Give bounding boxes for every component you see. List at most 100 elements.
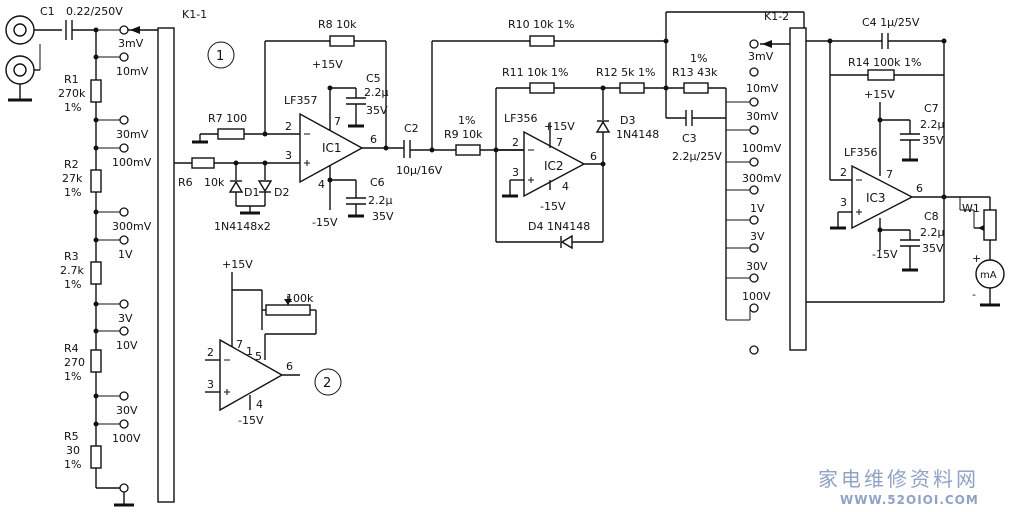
meter-minus: - bbox=[972, 288, 976, 301]
r12-label: R12 5k 1% bbox=[596, 66, 655, 79]
r5-value: 30 bbox=[66, 444, 80, 457]
c8-value: 2.2μ bbox=[920, 226, 945, 239]
r3-label: R3 bbox=[64, 250, 79, 263]
watermark-url: WWW.52OIOI.COM bbox=[840, 493, 979, 507]
d2-label: D2 bbox=[274, 186, 289, 199]
watermark-cn: 家电维修资料网 bbox=[818, 467, 979, 491]
offset-pin6: 6 bbox=[286, 360, 293, 373]
callout-2-text: 2 bbox=[323, 376, 331, 391]
c7-value: 2.2μ bbox=[920, 118, 945, 131]
ic2-pin3: 3 bbox=[512, 166, 519, 179]
r3-tol: 1% bbox=[64, 278, 81, 291]
range-100v: 100V bbox=[112, 432, 141, 445]
callout-1 bbox=[207, 41, 235, 69]
r2-label: R2 bbox=[64, 158, 79, 171]
c5-voltage: 35V bbox=[366, 104, 388, 117]
offset-pin4: 4 bbox=[256, 398, 263, 411]
ic2-stage bbox=[495, 41, 727, 320]
coupling-c2-r9 bbox=[403, 35, 669, 158]
range-10v: 10V bbox=[116, 339, 138, 352]
offset-plus15: +15V bbox=[222, 258, 253, 271]
offset-pin1: 1 bbox=[246, 345, 253, 358]
r13-tol: 1% bbox=[690, 52, 707, 65]
w1-label: W1 bbox=[962, 202, 980, 215]
r3-value: 2.7k bbox=[60, 264, 84, 277]
c6-voltage: 35V bbox=[372, 210, 394, 223]
r9-label: R9 10k bbox=[444, 128, 483, 141]
ic2-label: IC2 bbox=[544, 159, 564, 173]
c3-label: C3 bbox=[682, 132, 697, 145]
ic3-plus15: +15V bbox=[864, 88, 895, 101]
ic1-pin7: 7 bbox=[334, 115, 341, 128]
ic2-minus15: -15V bbox=[540, 200, 566, 213]
range-100mv: 100mV bbox=[112, 156, 152, 169]
offset-pin3: 3 bbox=[207, 378, 214, 391]
c3-value: 2.2μ/25V bbox=[672, 150, 722, 163]
range-30mv: 30mV bbox=[116, 128, 149, 141]
r13-label: R13 43k bbox=[672, 66, 718, 79]
capacitor-c1 bbox=[65, 20, 96, 40]
r4-tol: 1% bbox=[64, 370, 81, 383]
switch-k1-2 bbox=[665, 11, 807, 355]
k12-100mv: 100mV bbox=[742, 142, 782, 155]
input-connector bbox=[5, 15, 62, 102]
r6-value: 10k bbox=[204, 176, 225, 189]
d3-label: D3 bbox=[620, 114, 635, 127]
ic2-pin2: 2 bbox=[512, 136, 519, 149]
ic3-pin3: 3 bbox=[840, 196, 847, 209]
range-10mv: 10mV bbox=[116, 65, 149, 78]
r8-label: R8 10k bbox=[318, 18, 357, 31]
k12-30mv: 30mV bbox=[746, 110, 779, 123]
divider-taps bbox=[93, 25, 129, 493]
ic1-stage bbox=[191, 35, 404, 218]
ic1-pin4: 4 bbox=[318, 178, 325, 191]
meter-plus: + bbox=[972, 252, 981, 265]
ic3-label: IC3 bbox=[866, 191, 886, 205]
c7-voltage: 35V bbox=[922, 134, 944, 147]
meter-label: mA bbox=[980, 270, 997, 281]
c8-voltage: 35V bbox=[922, 242, 944, 255]
range-3v: 3V bbox=[118, 312, 133, 325]
callout-1-text: 1 bbox=[216, 49, 224, 64]
ic2-pin7: 7 bbox=[556, 136, 563, 149]
c5-value: 2.2μ bbox=[364, 86, 389, 99]
ic2-plus15: +15V bbox=[544, 120, 575, 133]
k12-100v: 100V bbox=[742, 290, 771, 303]
r5-label: R5 bbox=[64, 430, 79, 443]
range-30v: 30V bbox=[116, 404, 138, 417]
r2-value: 27k bbox=[62, 172, 83, 185]
c2-label: C2 bbox=[404, 122, 419, 135]
r11-label: R11 10k 1% bbox=[502, 66, 568, 79]
d3-type: 1N4148 bbox=[616, 128, 659, 141]
ic1-minus15: -15V bbox=[312, 216, 338, 229]
k12-10mv: 10mV bbox=[746, 82, 779, 95]
range-300mv: 300mV bbox=[112, 220, 152, 233]
ic1-type: LF357 bbox=[284, 94, 317, 107]
ic3-pin2: 2 bbox=[840, 166, 847, 179]
c4-label: C4 1μ/25V bbox=[862, 16, 920, 29]
ic2-type: LF356 bbox=[504, 112, 537, 125]
offset-minus15: -15V bbox=[238, 414, 264, 427]
r5-tol: 1% bbox=[64, 458, 81, 471]
k12-1v: 1V bbox=[750, 202, 765, 215]
ic1-pin2: 2 bbox=[285, 120, 292, 133]
ic3-pin7: 7 bbox=[886, 168, 893, 181]
offset-pin7: 7 bbox=[236, 338, 243, 351]
k1-2-label: K1-2 bbox=[764, 10, 789, 23]
r9-tol: 1% bbox=[458, 114, 475, 127]
ic1-pin3: 3 bbox=[285, 149, 292, 162]
k12-3v: 3V bbox=[750, 230, 765, 243]
r10-label: R10 10k 1% bbox=[508, 18, 574, 31]
opamp-sign-glyphs bbox=[224, 133, 862, 395]
pot-100k: 100k bbox=[286, 292, 314, 305]
d1-d2-type: 1N4148x2 bbox=[214, 220, 271, 233]
k12-30v: 30V bbox=[746, 260, 768, 273]
k1-1-label: K1-1 bbox=[182, 8, 207, 21]
r14-label: R14 100k 1% bbox=[848, 56, 921, 69]
ic3-minus15: -15V bbox=[872, 248, 898, 261]
c7-label: C7 bbox=[924, 102, 939, 115]
k12-300mv: 300mV bbox=[742, 172, 782, 185]
ic1-label: IC1 bbox=[322, 141, 342, 155]
r2-tol: 1% bbox=[64, 186, 81, 199]
